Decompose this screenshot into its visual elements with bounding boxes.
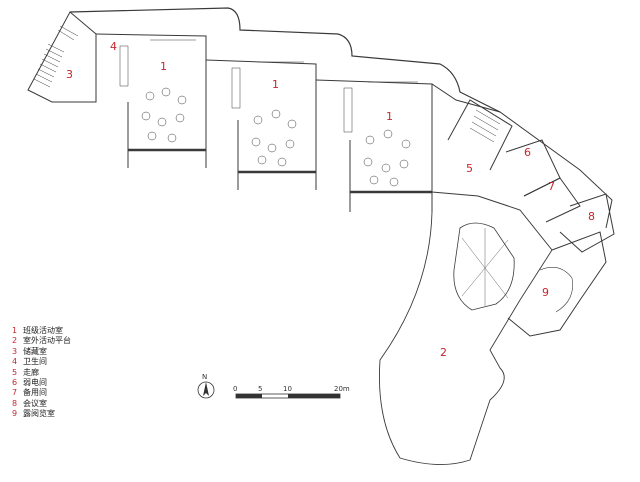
north-arrow: N bbox=[197, 373, 215, 399]
north-arrow-icon bbox=[203, 382, 209, 396]
scale-tick-10: 10 bbox=[283, 385, 292, 393]
classroom-1b bbox=[205, 59, 317, 190]
outdoor-terrace-outline bbox=[379, 211, 553, 465]
room-number-terrace: 2 bbox=[440, 346, 447, 359]
north-facade bbox=[69, 7, 501, 113]
room-number-classroom-1c: 1 bbox=[386, 110, 393, 123]
room-number-weak-current: 6 bbox=[524, 146, 531, 159]
courtyard-lawn bbox=[453, 222, 515, 311]
room-number-meeting: 8 bbox=[588, 210, 595, 223]
courtyard-pattern bbox=[461, 228, 509, 306]
room-number-corridor: 5 bbox=[466, 162, 473, 175]
scale-tick-20m: 20m bbox=[334, 385, 350, 393]
scale-bar: 0 5 10 20m bbox=[233, 385, 350, 399]
room-number-reading: 9 bbox=[542, 286, 549, 299]
north-label: N bbox=[202, 373, 207, 381]
room-number-spare: 7 bbox=[548, 180, 555, 193]
room-number-classroom-1a: 1 bbox=[160, 60, 167, 73]
scale-tick-5: 5 bbox=[258, 385, 262, 393]
classroom-1c bbox=[315, 79, 433, 212]
room-number-toilet: 4 bbox=[110, 40, 117, 53]
east-wing bbox=[431, 83, 615, 253]
stair-block-west bbox=[27, 11, 97, 103]
room-number-classroom-1b: 1 bbox=[272, 78, 279, 91]
classroom-1a bbox=[95, 33, 207, 168]
room-number-storage: 3 bbox=[66, 68, 73, 81]
reading-room bbox=[507, 231, 607, 337]
scale-tick-0: 0 bbox=[233, 385, 237, 393]
